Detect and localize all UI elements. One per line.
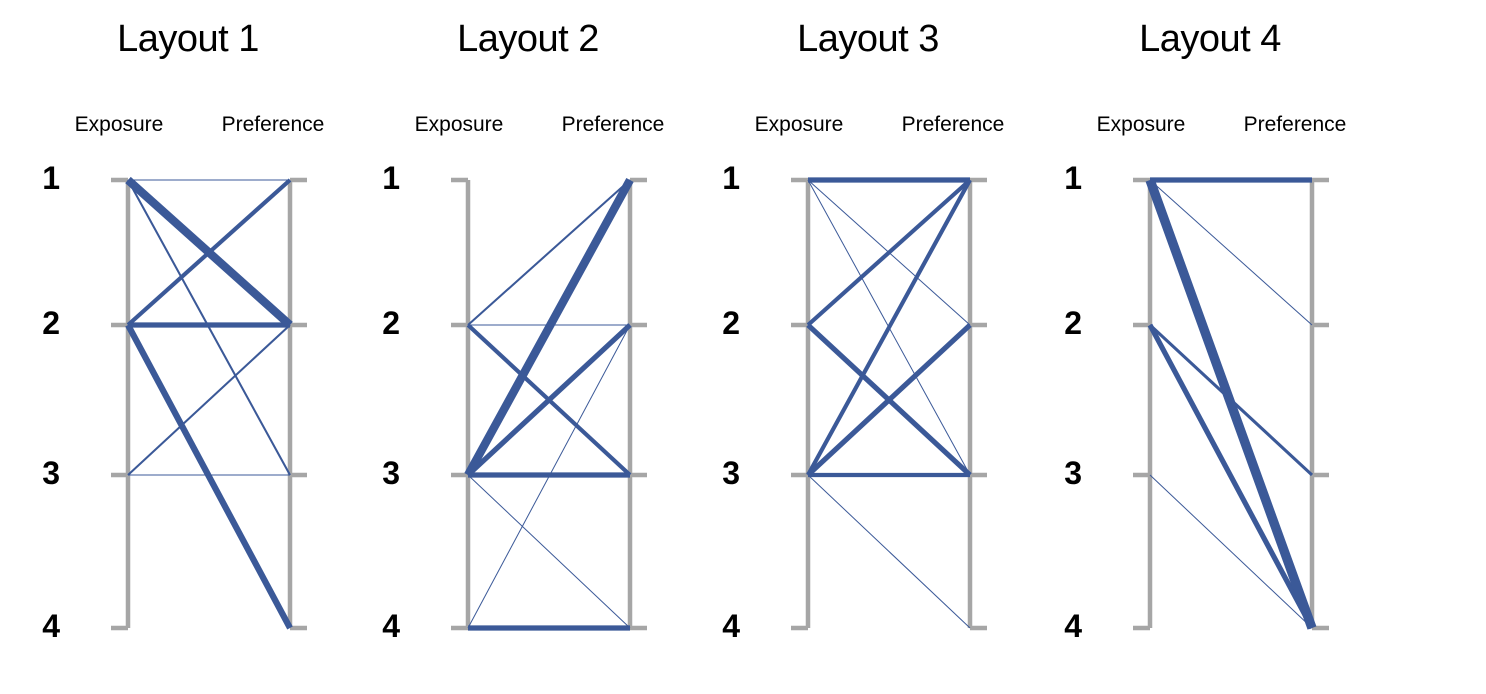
flow-edge-2-to-1	[806, 178, 972, 327]
right-axis-label: Preference	[901, 113, 1005, 136]
panel-layout-2: Layout 2 Exposure Preference 1 2 3 4	[358, 0, 698, 694]
rank-label-4: 4	[382, 608, 400, 644]
right-axis-label: Preference	[561, 113, 665, 136]
flow-edge-3-to-4	[1149, 474, 1313, 629]
flow-edge-3-to-4	[807, 474, 971, 629]
rank-label-3: 3	[722, 455, 740, 491]
rank-label-1: 1	[42, 160, 60, 196]
left-axis-label: Exposure	[754, 113, 844, 136]
rank-label-2: 2	[722, 305, 740, 341]
rank-label-2: 2	[382, 305, 400, 341]
right-axis-label: Preference	[221, 113, 325, 136]
left-axis-label: Exposure	[74, 113, 164, 136]
slopegraph-plot	[791, 177, 987, 631]
rank-label-1: 1	[722, 160, 740, 196]
panel-title: Layout 2	[457, 18, 599, 60]
flow-edge-3-to-2	[806, 323, 972, 477]
flow-edge-3-to-2	[466, 323, 632, 477]
rank-label-4: 4	[722, 608, 740, 644]
flow-edge-3-to-2	[127, 324, 291, 476]
left-axis-label: Exposure	[1096, 113, 1186, 136]
panel-layout-3: Layout 3 Exposure Preference 1 2 3 4	[698, 0, 1038, 694]
rank-label-3: 3	[1064, 455, 1082, 491]
flow-edge-1-to-4	[1145, 178, 1317, 630]
flow-edge-1-to-2	[1149, 179, 1313, 326]
panel-layout-1: Layout 1 Exposure Preference 1 2 3 4	[18, 0, 358, 694]
right-axis-label: Preference	[1243, 113, 1347, 136]
panel-title: Layout 4	[1139, 18, 1281, 60]
rank-label-2: 2	[42, 305, 60, 341]
flow-edge-1-to-2	[125, 176, 293, 329]
panel-title: Layout 1	[117, 18, 259, 60]
flow-edge-3-to-1	[464, 177, 634, 478]
flow-edge-2-to-1	[467, 179, 631, 326]
rank-label-1: 1	[1064, 160, 1082, 196]
rank-label-4: 4	[1064, 608, 1082, 644]
rank-label-2: 2	[1064, 305, 1082, 341]
slopegraph-plot	[451, 177, 647, 631]
flow-edge-2-to-4	[1147, 323, 1315, 630]
panel-title: Layout 3	[797, 18, 939, 60]
rank-label-1: 1	[382, 160, 400, 196]
rank-label-4: 4	[42, 608, 60, 644]
left-axis-label: Exposure	[414, 113, 504, 136]
slopegraph-plot	[111, 176, 307, 631]
rank-label-3: 3	[382, 455, 400, 491]
flow-edge-2-to-4	[125, 323, 293, 630]
panel-layout-4: Layout 4 Exposure Preference 1 2 3 4	[1040, 0, 1380, 694]
flow-edge-3-to-1	[806, 179, 972, 476]
flow-edge-3-to-4	[467, 474, 631, 629]
rank-label-3: 3	[42, 455, 60, 491]
slopegraph-plot	[1133, 177, 1329, 631]
